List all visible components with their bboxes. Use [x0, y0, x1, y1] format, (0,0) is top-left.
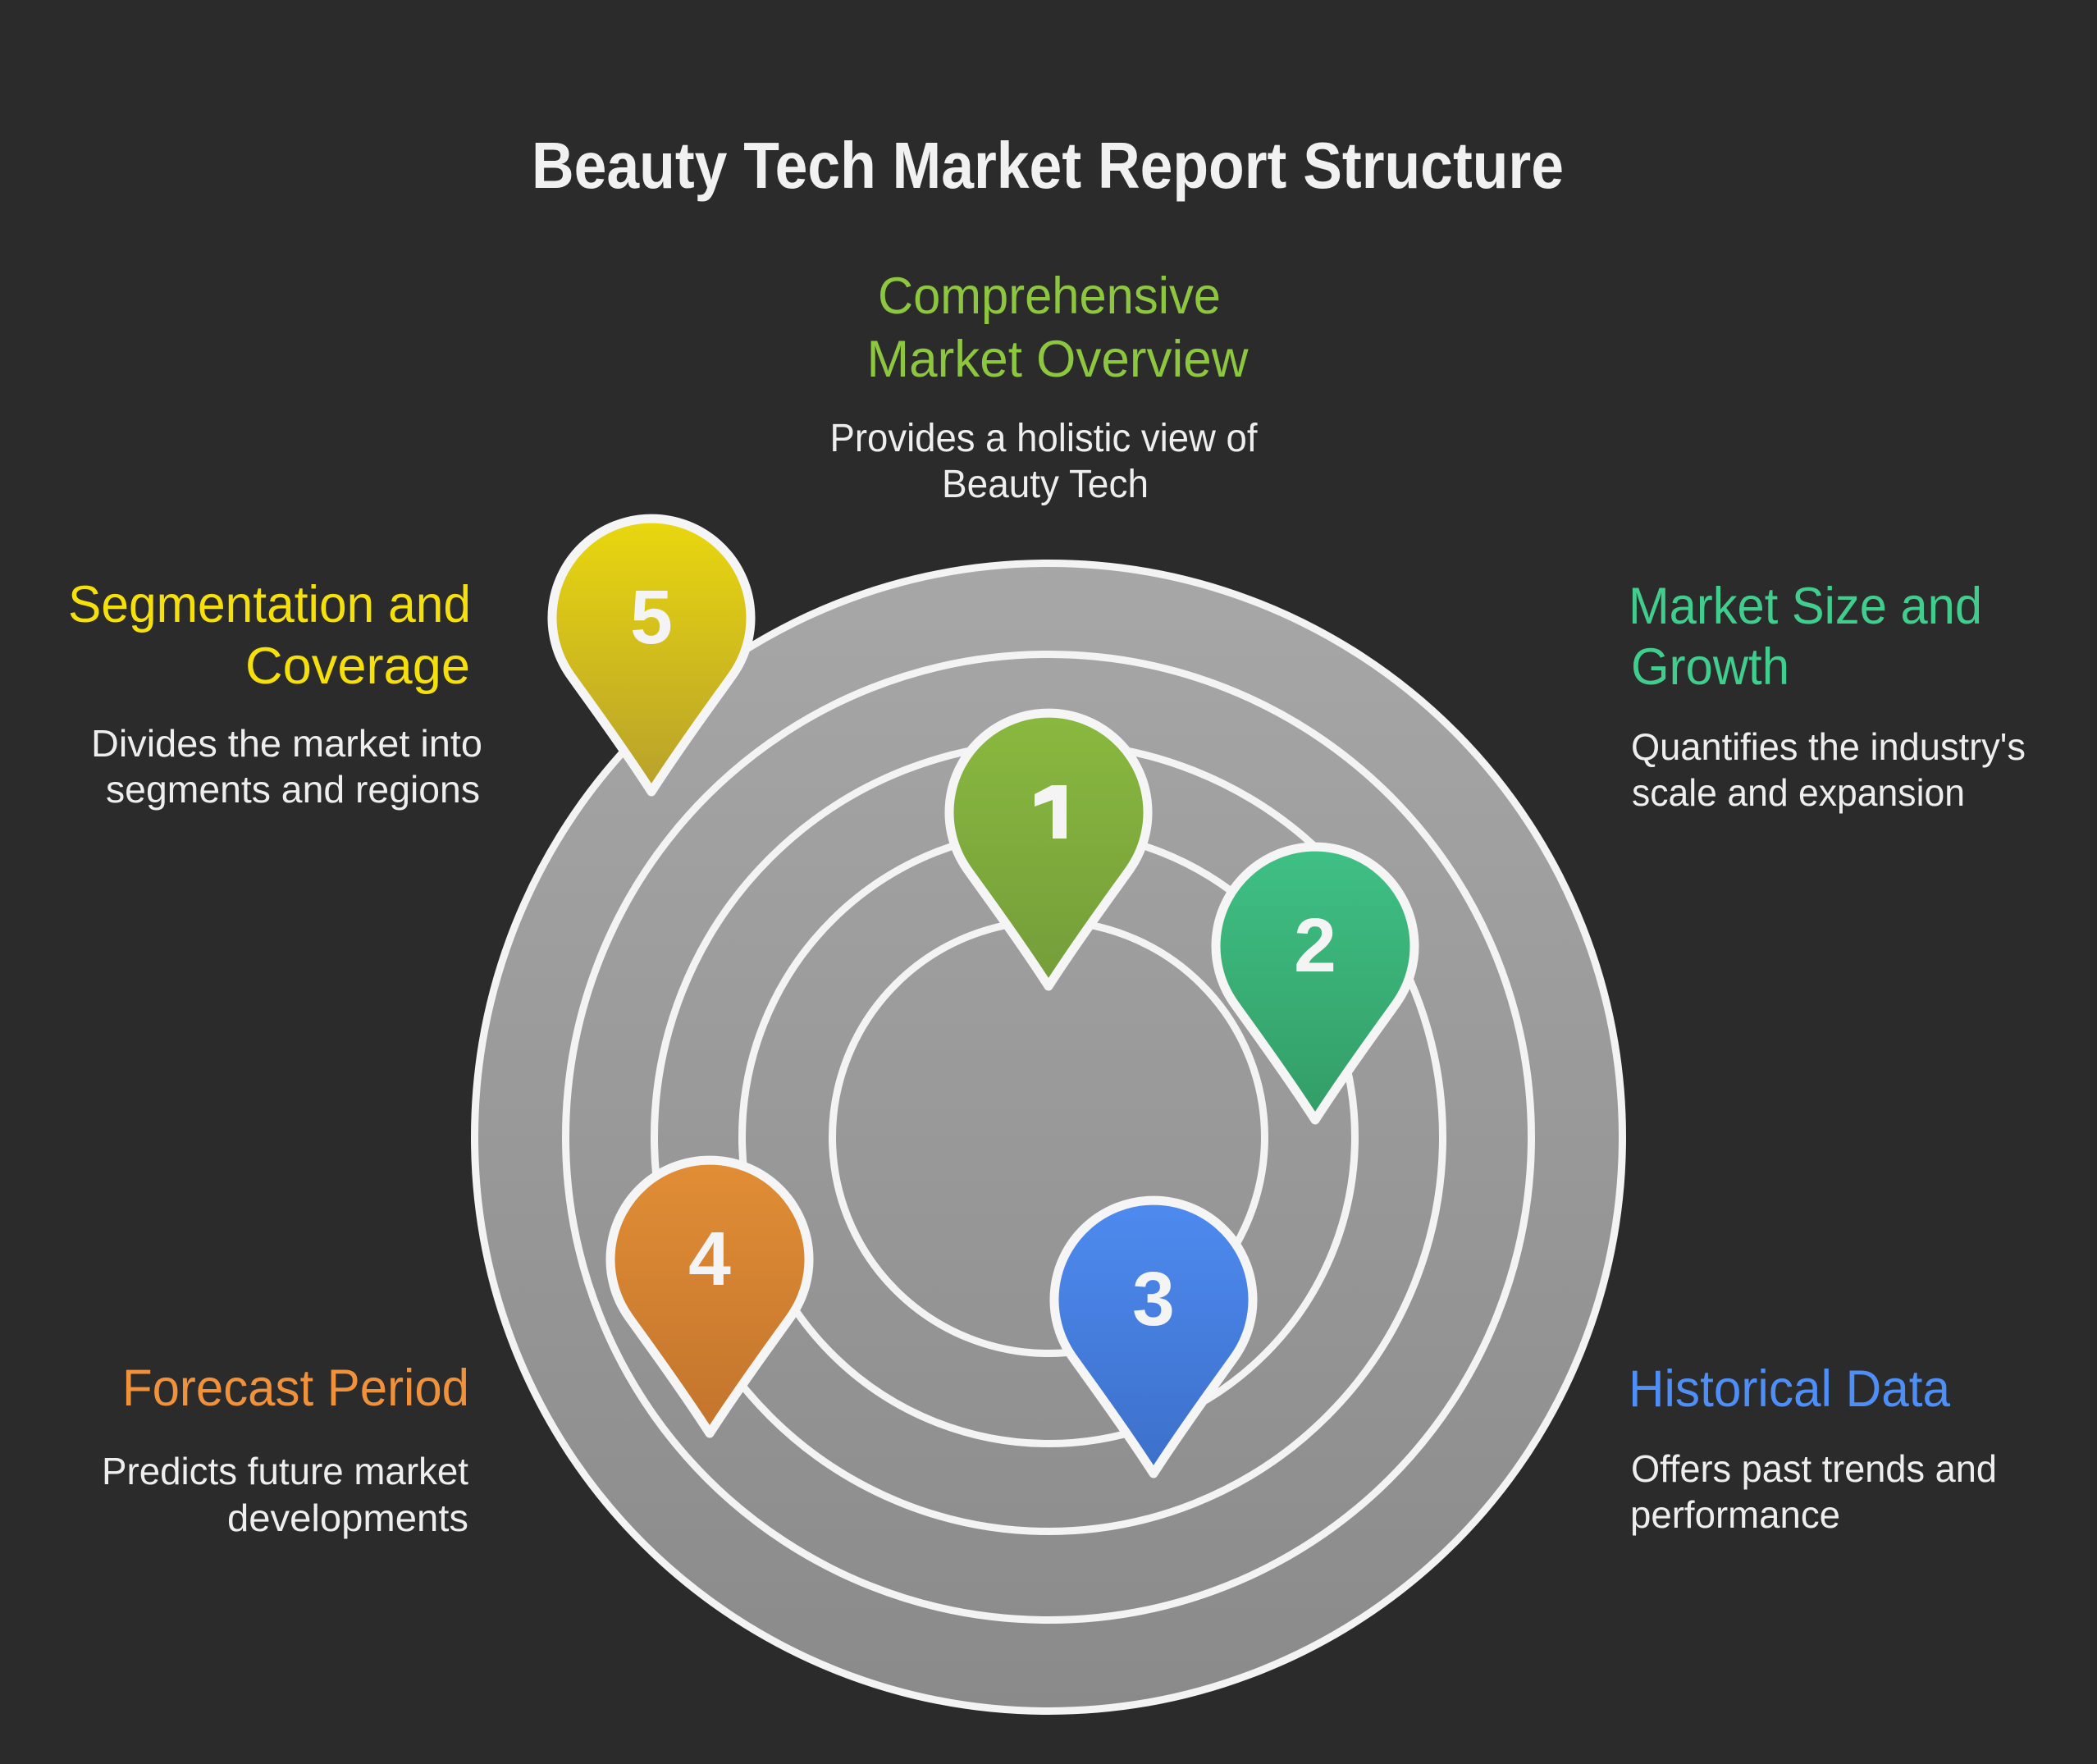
svg-text:Comprehensive: Comprehensive: [878, 267, 1221, 325]
svg-text:Quantifies the industry's: Quantifies the industry's: [1631, 725, 2026, 768]
svg-text:Coverage: Coverage: [245, 638, 470, 695]
svg-text:Market Overview: Market Overview: [867, 331, 1249, 388]
svg-text:2: 2: [1294, 903, 1336, 988]
svg-text:developments: developments: [227, 1497, 468, 1539]
svg-text:3: 3: [1132, 1256, 1175, 1341]
svg-text:Divides the market into: Divides the market into: [91, 722, 482, 765]
svg-text:Provides a holistic view of: Provides a holistic view of: [830, 417, 1259, 460]
svg-text:Offers past trends and: Offers past trends and: [1631, 1447, 1997, 1490]
svg-text:Growth: Growth: [1631, 638, 1789, 696]
svg-text:Beauty Tech: Beauty Tech: [942, 463, 1149, 506]
svg-text:scale and expansion: scale and expansion: [1632, 771, 1965, 814]
svg-text:5: 5: [630, 574, 673, 660]
svg-text:4: 4: [688, 1216, 731, 1301]
svg-text:Segmentation and: Segmentation and: [68, 576, 471, 633]
svg-text:segments and regions: segments and regions: [106, 768, 480, 811]
svg-text:Beauty Tech Market Report Stru: Beauty Tech Market Report Structure: [532, 129, 1564, 202]
svg-text:performance: performance: [1630, 1493, 1840, 1536]
svg-text:Predicts future market: Predicts future market: [102, 1450, 468, 1492]
svg-text:Market Size and: Market Size and: [1629, 578, 1982, 635]
svg-text:Forecast Period: Forecast Period: [122, 1360, 469, 1417]
svg-text:Historical Data: Historical Data: [1629, 1360, 1951, 1418]
